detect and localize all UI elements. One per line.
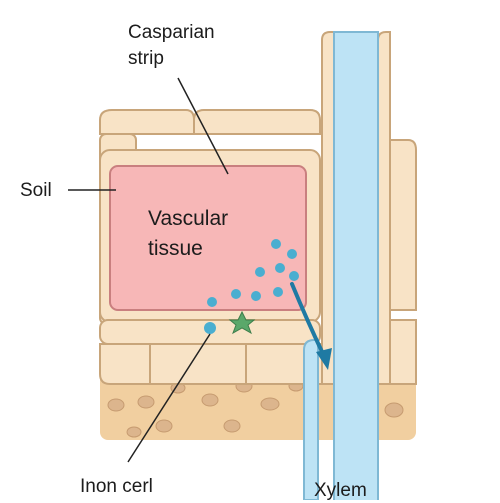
vascular-tissue-label: Vascular tissue	[148, 207, 229, 260]
ion-dot	[207, 297, 217, 307]
xylem-vessel	[303, 31, 379, 500]
ion-dot	[275, 263, 285, 273]
casparian-leader	[177, 77, 229, 175]
arrow-head-icon	[316, 348, 332, 370]
xylem-label: Xylem	[314, 480, 367, 501]
lower-cell-2	[149, 343, 247, 385]
cell-right-lower	[389, 319, 417, 385]
leader-lines	[68, 77, 229, 463]
xylem-side-branch	[303, 339, 319, 500]
lower-cell-1	[99, 343, 151, 385]
ion-dot	[289, 271, 299, 281]
cell-top-right	[193, 109, 321, 135]
ion-dot	[231, 289, 241, 299]
cell-top-left	[99, 109, 195, 135]
ion-dot	[273, 287, 283, 297]
xylem-wall-right	[377, 31, 391, 385]
ion-dot	[287, 249, 297, 259]
ion-cell-label: Inon cerl	[80, 476, 153, 497]
ion-dot	[255, 267, 265, 277]
ion-dots	[204, 239, 299, 334]
ion-cell-leader	[127, 333, 211, 463]
soil-label: Soil	[20, 180, 52, 201]
casparian-strip-label: Casparian strip	[128, 22, 215, 69]
flow-arrow	[290, 282, 332, 370]
xylem-channel	[333, 31, 379, 500]
ion-dot	[204, 322, 216, 334]
soil-particles	[107, 348, 404, 438]
ion-dot	[251, 291, 261, 301]
xylem-wall-left	[321, 31, 335, 385]
ion-dot	[271, 239, 281, 249]
cell-right-upper	[389, 139, 417, 311]
ion-star-icon	[228, 310, 256, 335]
